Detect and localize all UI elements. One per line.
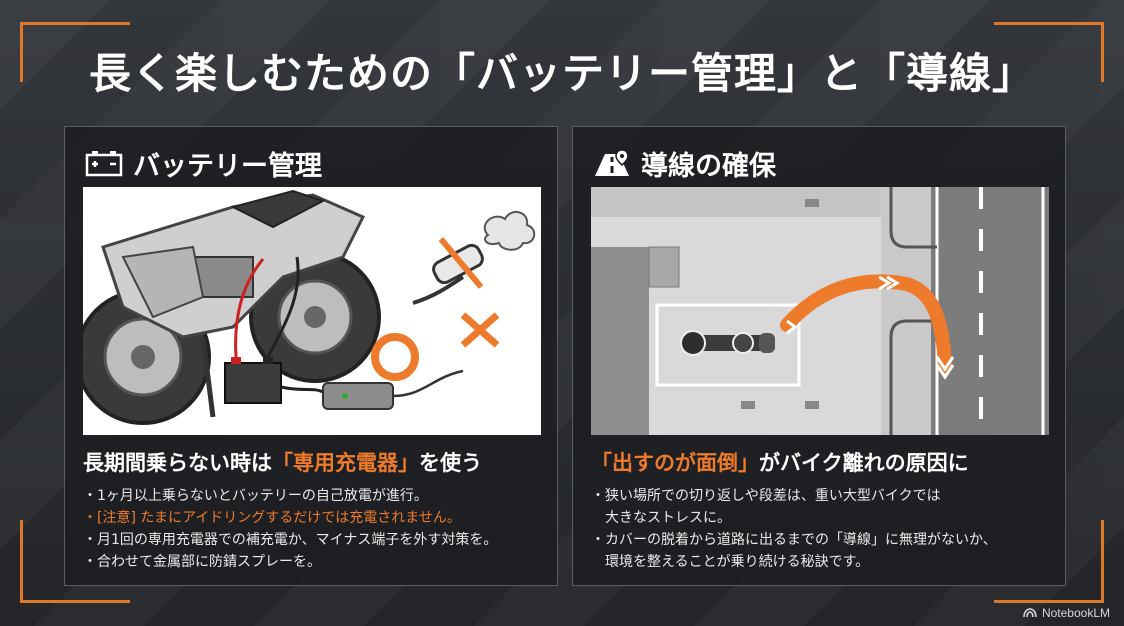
- frame-line-bottom-right: [994, 600, 1104, 603]
- battery-panel-header: バッテリー管理: [85, 141, 322, 185]
- frame-line-left: [20, 22, 23, 82]
- frame-line-top-left: [20, 22, 130, 25]
- frame-line-top-right: [994, 22, 1104, 25]
- list-item: ・狭い場所での切り返しや段差は、重い大型バイクでは 大きなストレスに。: [591, 485, 1061, 529]
- frame-line-left-low: [20, 520, 23, 603]
- battery-panel: バッテリー管理: [64, 126, 558, 586]
- brand-watermark: NotebookLM: [1023, 606, 1110, 620]
- frame-line-right: [1101, 22, 1104, 82]
- list-item: ・カバーの脱着から道路に出るまでの「導線」に無理がないか、 環境を整えることが乗…: [591, 529, 1061, 573]
- list-item-line: ・狭い場所での切り返しや段差は、重い大型バイクでは: [591, 488, 941, 504]
- list-item: ・月1回の専用充電器での補充電か、マイナス端子を外す対策を。: [83, 532, 498, 548]
- motorcycle-charger-illustration: [83, 187, 541, 435]
- list-item-line: ・カバーの脱着から道路に出るまでの「導線」に無理がないか、: [591, 532, 997, 548]
- list-item: ・合わせて金属部に防錆スプレーを。: [83, 554, 321, 570]
- frame-line-bottom-left: [20, 600, 130, 603]
- list-item: ・1ヶ月以上乗らないとバッテリーの自己放電が進行。: [83, 488, 428, 504]
- list-item-warning: ・[注意] たまにアイドリングするだけでは充電されません。: [83, 510, 461, 526]
- frame-line-right-low: [1101, 520, 1104, 603]
- brand-label: NotebookLM: [1041, 606, 1110, 620]
- battery-icon: [85, 151, 123, 177]
- route-bullet-list: ・狭い場所での切り返しや段差は、重い大型バイクでは 大きなストレスに。 ・カバー…: [591, 485, 1061, 573]
- route-subhead: 「出すのが面倒」がバイク離れの原因に: [591, 447, 969, 477]
- battery-panel-title: バッテリー管理: [133, 150, 322, 182]
- route-panel: 導線の確保: [572, 126, 1066, 586]
- battery-subhead: 長期間乗らない時は「専用充電器」を使う: [83, 447, 482, 477]
- battery-bullet-list: ・1ヶ月以上乗らないとバッテリーの自己放電が進行。 ・[注意] たまにアイドリン…: [83, 485, 553, 573]
- parking-route-illustration: [591, 187, 1049, 435]
- battery-subhead-post: を使う: [419, 451, 482, 475]
- notebooklm-logo-icon: [1023, 608, 1037, 618]
- route-subhead-post: がバイク離れの原因に: [759, 451, 969, 475]
- route-panel-header: 導線の確保: [593, 141, 776, 185]
- list-item-continuation: 大きなストレスに。: [605, 510, 731, 526]
- route-subhead-accent: 「出すのが面倒」: [591, 451, 759, 475]
- route-panel-title: 導線の確保: [641, 150, 776, 182]
- list-item-continuation: 環境を整えることが乗り続ける秘訣です。: [605, 554, 870, 570]
- road-pin-icon: [595, 149, 629, 176]
- battery-subhead-pre: 長期間乗らない時は: [83, 451, 272, 475]
- battery-subhead-accent: 「専用充電器」: [272, 451, 419, 475]
- page-title: 長く楽しむための「バッテリー管理」と「導線」: [88, 49, 1035, 98]
